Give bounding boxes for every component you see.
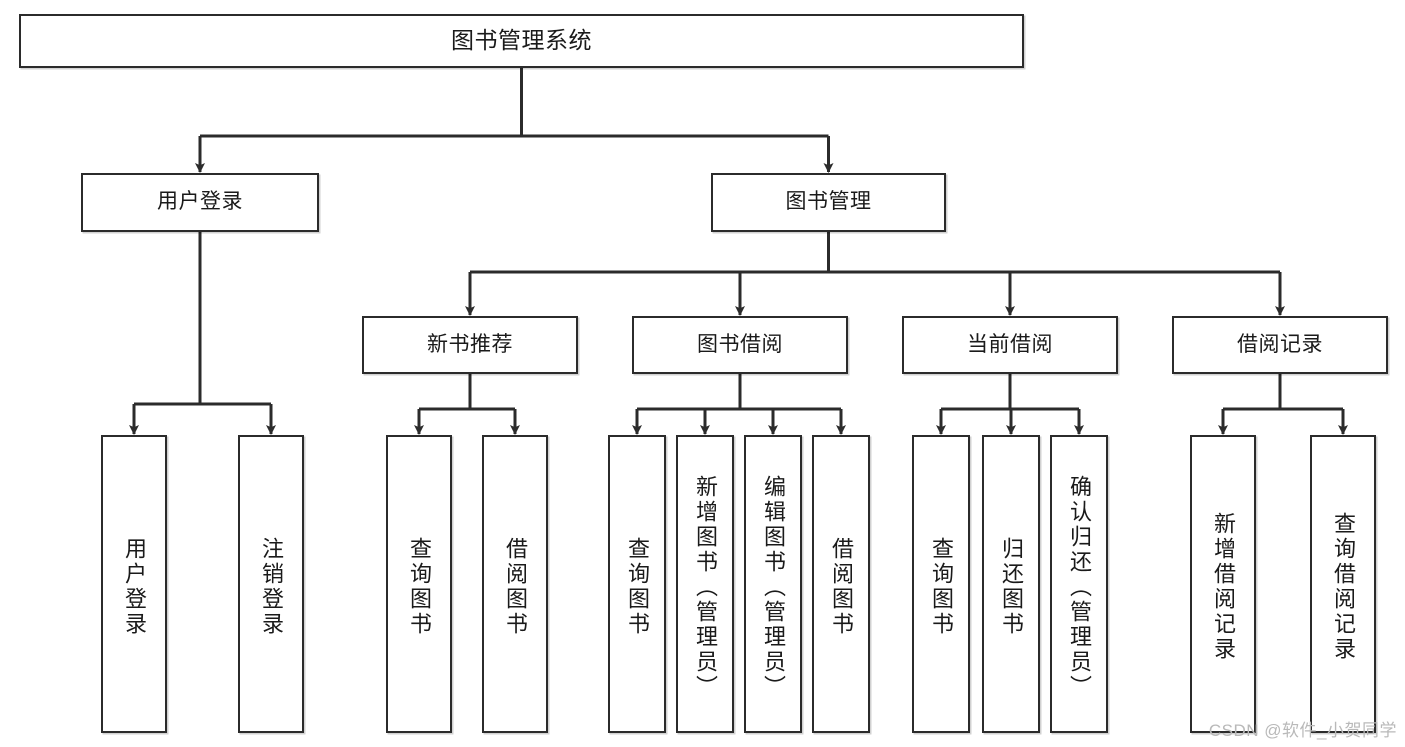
- node-label: 查询借阅记录: [1331, 512, 1356, 662]
- node-login[interactable]: 用户登录: [81, 173, 319, 232]
- edge-group: [129, 68, 1348, 435]
- node-label: 确认归还（管理员）: [1067, 474, 1092, 700]
- node-label: 用户登录: [122, 537, 147, 637]
- node-current[interactable]: 当前借阅: [902, 316, 1118, 374]
- node-l-re-add[interactable]: 新增借阅记录: [1190, 435, 1256, 733]
- node-label: 查询图书: [929, 537, 954, 637]
- node-l-nb-query[interactable]: 查询图书: [386, 435, 452, 733]
- node-l-cu-confirm[interactable]: 确认归还（管理员）: [1050, 435, 1108, 733]
- node-label: 编辑图书（管理员）: [761, 474, 786, 700]
- node-l-nb-borrow[interactable]: 借阅图书: [482, 435, 548, 733]
- node-l-bo-add[interactable]: 新增图书（管理员）: [676, 435, 734, 733]
- node-label: 注销登录: [259, 537, 284, 637]
- node-records[interactable]: 借阅记录: [1172, 316, 1388, 374]
- node-label: 归还图书: [999, 537, 1024, 637]
- node-l-bo-edit[interactable]: 编辑图书（管理员）: [744, 435, 802, 733]
- node-root[interactable]: 图书管理系统: [19, 14, 1024, 68]
- node-borrow[interactable]: 图书借阅: [632, 316, 848, 374]
- node-label: 查询图书: [625, 537, 650, 637]
- node-label: 借阅图书: [829, 537, 854, 637]
- node-l-userlogin[interactable]: 用户登录: [101, 435, 167, 733]
- node-bookmgmt[interactable]: 图书管理: [711, 173, 946, 232]
- node-label: 查询图书: [407, 537, 432, 637]
- node-label: 新增图书（管理员）: [693, 474, 718, 700]
- node-label: 图书管理: [785, 190, 872, 214]
- node-label: 借阅图书: [503, 537, 528, 637]
- node-l-bo-query[interactable]: 查询图书: [608, 435, 666, 733]
- node-label: 新书推荐: [427, 332, 513, 356]
- node-newbook[interactable]: 新书推荐: [362, 316, 578, 374]
- node-label: 新增借阅记录: [1211, 512, 1236, 662]
- node-label: 图书管理系统: [451, 27, 592, 54]
- node-label: 用户登录: [157, 190, 243, 214]
- node-l-cu-return[interactable]: 归还图书: [982, 435, 1040, 733]
- node-l-bo-borrow[interactable]: 借阅图书: [812, 435, 870, 733]
- node-l-cu-query[interactable]: 查询图书: [912, 435, 970, 733]
- node-label: 图书借阅: [697, 332, 783, 356]
- watermark: CSDN @软件_小贺同学: [1208, 721, 1397, 740]
- node-label: 当前借阅: [967, 332, 1053, 356]
- node-l-logout[interactable]: 注销登录: [238, 435, 304, 733]
- node-label: 借阅记录: [1237, 332, 1323, 356]
- node-l-re-query[interactable]: 查询借阅记录: [1310, 435, 1376, 733]
